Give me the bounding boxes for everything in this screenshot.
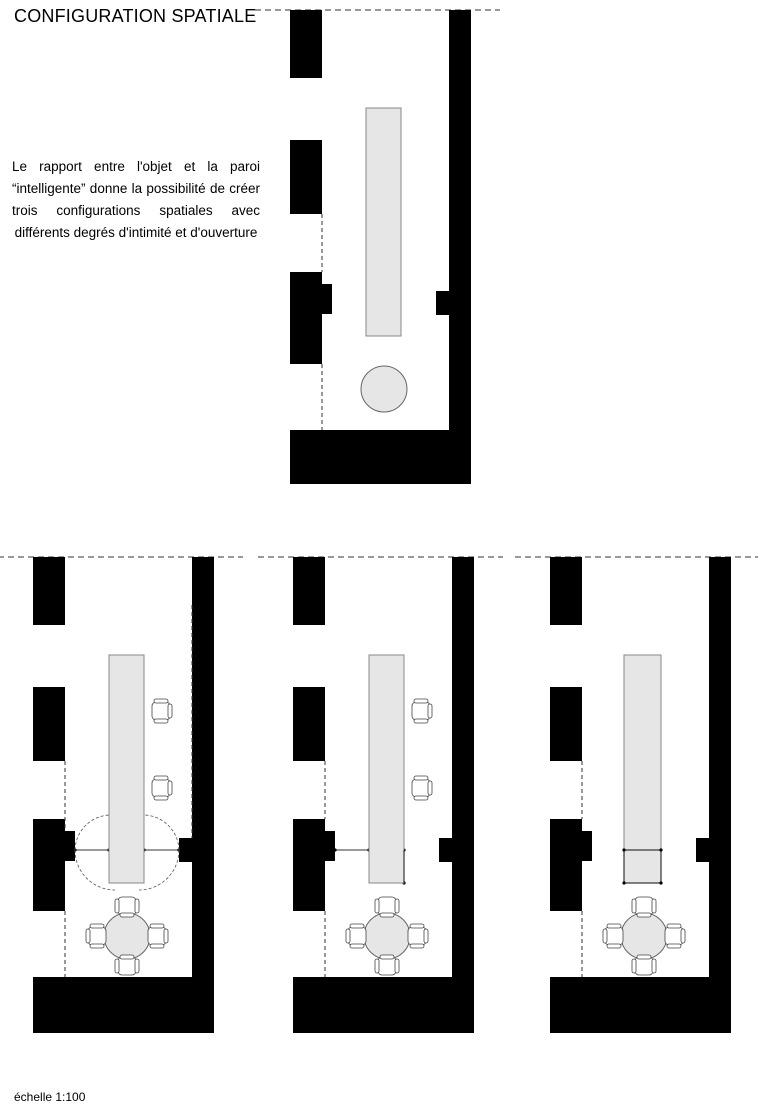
scale-label: échelle 1:100 bbox=[14, 1090, 86, 1104]
round-table bbox=[360, 365, 408, 413]
plan-overview bbox=[255, 9, 500, 484]
plan-config-closed bbox=[515, 556, 758, 1033]
description-text: Le rapport entre l'objet et la paroi “in… bbox=[12, 159, 260, 240]
round-table bbox=[363, 912, 411, 960]
table bbox=[623, 654, 662, 884]
table bbox=[365, 107, 402, 337]
table bbox=[108, 654, 145, 884]
table bbox=[368, 654, 405, 884]
plan-config-semi bbox=[258, 556, 503, 1033]
round-table bbox=[103, 912, 151, 960]
round-table bbox=[620, 912, 668, 960]
plan-config-open bbox=[0, 556, 243, 1033]
page-title: CONFIGURATION SPATIALE bbox=[14, 6, 257, 26]
